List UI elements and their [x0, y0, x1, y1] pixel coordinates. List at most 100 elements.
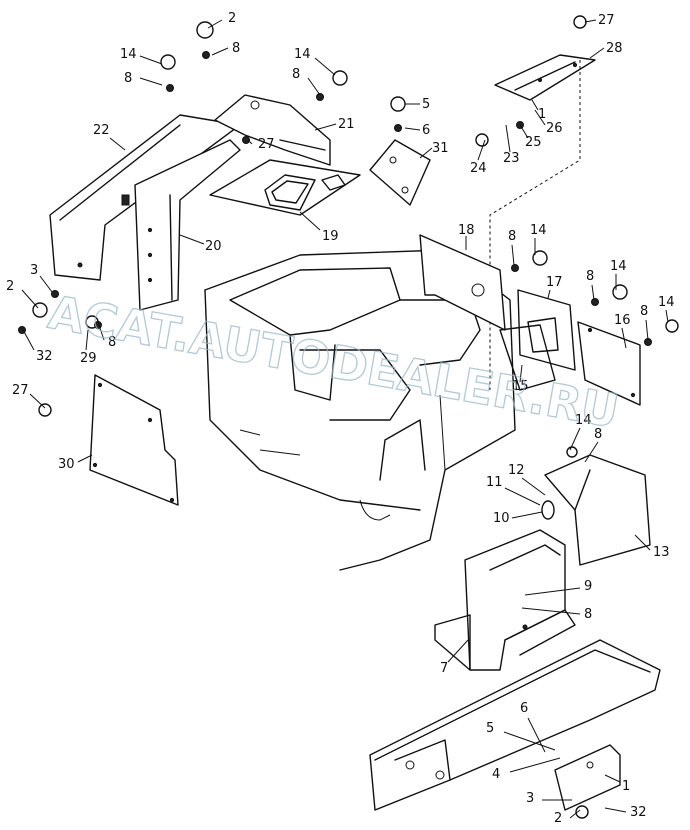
callout-28: 28	[606, 41, 623, 56]
leader-line	[77, 454, 93, 463]
callout-23: 23	[503, 151, 520, 166]
leader-line	[39, 275, 53, 293]
leader-line	[519, 124, 529, 139]
bolt-icon	[38, 403, 52, 417]
leader-line	[21, 327, 35, 351]
leader-line	[404, 127, 421, 131]
callout-8: 8	[586, 269, 594, 284]
callout-26: 26	[546, 121, 563, 136]
callout-7: 7	[440, 661, 448, 676]
callout-13: 13	[653, 545, 670, 560]
bolt-icon	[566, 446, 578, 458]
leader-line	[621, 327, 627, 349]
leader-line	[139, 55, 163, 65]
callout-27: 27	[12, 383, 29, 398]
leader-line	[207, 19, 223, 29]
bolt-icon	[475, 133, 489, 147]
callout-1: 1	[622, 779, 630, 794]
callout-32: 32	[36, 349, 53, 364]
leader-line	[179, 234, 205, 245]
washer-icon	[394, 124, 402, 132]
bolt-icon	[612, 284, 628, 300]
leader-line	[584, 441, 599, 463]
callout-8: 8	[640, 304, 648, 319]
leader-line	[139, 77, 163, 86]
callout-6: 6	[520, 701, 528, 716]
callout-31: 31	[432, 141, 449, 156]
part-17-plate	[517, 289, 576, 371]
callout-21: 21	[338, 117, 355, 132]
leader-line	[247, 139, 253, 145]
bolt-icon	[532, 250, 548, 266]
leader-line	[521, 607, 581, 615]
leader-line	[503, 731, 556, 751]
callout-8: 8	[292, 67, 300, 82]
callout-18: 18	[458, 223, 475, 238]
callout-14: 14	[610, 259, 627, 274]
washer-icon	[242, 136, 250, 144]
part-15-gasket	[499, 324, 556, 391]
callout-20: 20	[205, 239, 222, 254]
callout-5: 5	[486, 721, 494, 736]
callout-8: 8	[584, 607, 592, 622]
leader-line	[97, 321, 105, 341]
part-20-bracket	[134, 139, 241, 311]
leader-28	[489, 60, 581, 390]
leader-line	[85, 329, 89, 351]
callout-8: 8	[594, 427, 602, 442]
leader-line	[211, 47, 229, 56]
part-31-plate	[369, 139, 431, 206]
washer-icon	[511, 264, 519, 272]
leader-line	[634, 534, 651, 551]
leader-line	[521, 477, 546, 496]
bolt-icon	[160, 54, 176, 70]
washer-icon	[591, 298, 599, 306]
callout-8: 8	[124, 71, 132, 86]
leader-line	[531, 99, 539, 111]
leader-line	[314, 57, 336, 76]
leader-line	[665, 309, 669, 323]
callout-3: 3	[30, 263, 38, 278]
hardware-layer	[18, 15, 679, 819]
bottom-rail	[369, 639, 661, 811]
washer-icon	[166, 84, 174, 92]
part-22-cover	[49, 114, 241, 281]
callout-19: 19	[322, 229, 339, 244]
leader-line	[509, 757, 561, 773]
callout-14: 14	[294, 47, 311, 62]
callout-10: 10	[493, 511, 510, 526]
washer-icon	[316, 93, 324, 101]
callout-1: 1	[538, 107, 546, 122]
callout-25: 25	[525, 135, 542, 150]
main-frame-outline	[204, 249, 516, 571]
callout-14: 14	[120, 47, 137, 62]
leader-line	[645, 319, 649, 341]
leader-line	[519, 364, 523, 383]
callout-11: 11	[486, 475, 503, 490]
leader-line	[21, 289, 39, 309]
leader-line	[447, 639, 469, 663]
callout-12: 12	[508, 463, 525, 478]
part-21-bracket	[214, 94, 331, 166]
leader-line	[477, 139, 486, 161]
callout-16: 16	[614, 313, 631, 328]
callout-14: 14	[530, 223, 547, 238]
callout-22: 22	[93, 123, 110, 138]
leader-line	[584, 19, 597, 23]
leader-line	[314, 123, 337, 131]
part-7-bracket	[434, 529, 576, 671]
part-18-cover	[419, 234, 506, 331]
part-28-bracket	[494, 54, 596, 101]
bolt-icon	[390, 96, 406, 112]
callout-9: 9	[584, 579, 592, 594]
part-30-cover	[89, 374, 179, 506]
leader-line	[524, 587, 581, 596]
callout-4: 4	[492, 767, 500, 782]
leader-line	[511, 244, 515, 266]
callout-32: 32	[630, 805, 647, 820]
bolt-icon	[575, 805, 589, 819]
washer-icon	[51, 290, 59, 298]
leader-line	[569, 427, 581, 451]
leader-line	[534, 109, 546, 126]
washer-icon	[202, 51, 210, 59]
